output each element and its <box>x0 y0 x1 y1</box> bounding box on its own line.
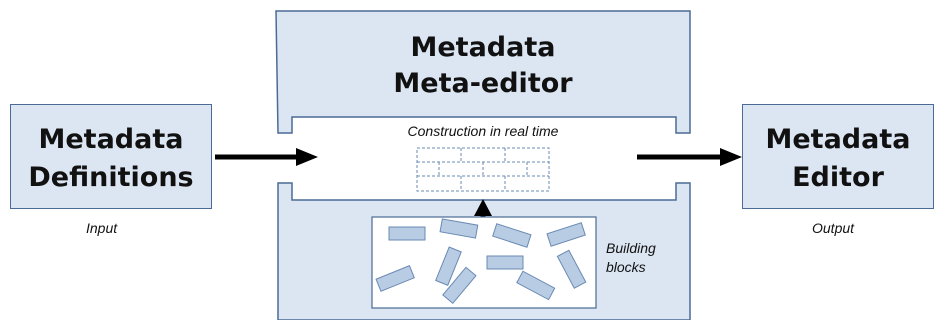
block <box>442 266 477 304</box>
block <box>492 223 532 248</box>
input-box <box>10 104 212 209</box>
output-caption: Output <box>812 220 855 236</box>
block <box>375 265 415 292</box>
output-title-line1: Metadata <box>765 124 911 155</box>
block <box>439 218 479 239</box>
block <box>388 226 426 241</box>
block <box>546 222 586 247</box>
building-blocks <box>375 218 587 304</box>
construction-label: Construction in real time <box>407 123 559 139</box>
block <box>516 270 556 301</box>
blocks-label-line2: blocks <box>606 259 646 275</box>
input-title-line2: Definitions <box>28 162 194 193</box>
input-arrow <box>215 148 318 166</box>
output-box <box>742 104 934 209</box>
blocks-label-line1: Building <box>606 240 656 256</box>
brick-wall <box>416 147 550 192</box>
output-title-line2: Editor <box>792 162 884 193</box>
input-title-line1: Metadata <box>38 124 184 155</box>
input-caption: Input <box>86 220 118 236</box>
block <box>486 255 524 270</box>
output-arrow <box>637 148 742 166</box>
block <box>435 246 462 286</box>
meta-editor-title-line2: Meta-editor <box>393 68 573 99</box>
block <box>556 249 587 289</box>
meta-editor-title-line1: Metadata <box>410 32 556 63</box>
